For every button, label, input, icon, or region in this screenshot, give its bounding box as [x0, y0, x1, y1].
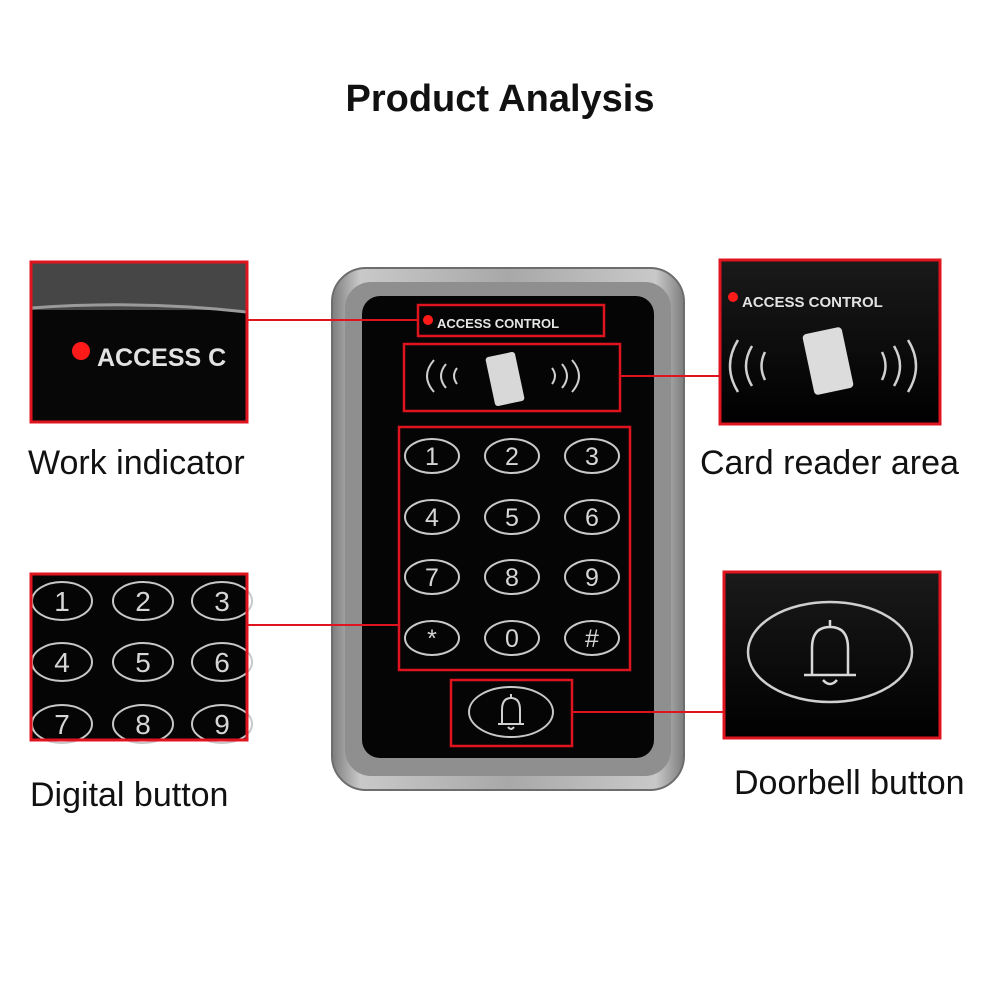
- key-label: 6: [585, 504, 599, 532]
- page-title: Product Analysis: [345, 78, 655, 120]
- inset-doorbell-ring: [746, 600, 914, 704]
- inset-bell-icon: [804, 620, 856, 686]
- key-label: 1: [425, 443, 439, 471]
- key-outline: [564, 620, 620, 656]
- key-label: 5: [505, 504, 519, 532]
- inset-digital-button: 1 2 3 4 5 6 7 8 9: [29, 572, 253, 744]
- key-label: 8: [135, 709, 151, 740]
- key-outline: [404, 438, 460, 474]
- key-outline: [112, 581, 174, 621]
- inset-card-icon: [802, 327, 854, 395]
- key-outline: [112, 642, 174, 682]
- key-outline: [564, 559, 620, 595]
- inset-work-indicator-text: ACCESS C: [97, 344, 226, 372]
- inset-key-3[interactable]: 3: [191, 581, 253, 621]
- key-label: 8: [505, 564, 519, 592]
- key-label: *: [427, 625, 437, 653]
- key-label: 1: [54, 586, 70, 617]
- key-outline: [484, 620, 540, 656]
- panel-label: ACCESS CONTROL: [437, 316, 559, 331]
- card-icon: [485, 351, 525, 407]
- keypad-key-1[interactable]: 1: [404, 438, 460, 474]
- caption-doorbell-button: Doorbell button: [734, 764, 965, 802]
- inset-key-9[interactable]: 9: [191, 704, 253, 744]
- key-label: 7: [425, 564, 439, 592]
- inset-digital-border: [29, 572, 249, 742]
- inset-doorbell-bg: [724, 572, 940, 738]
- key-label: 4: [425, 504, 439, 532]
- inset-key-8[interactable]: 8: [112, 704, 174, 744]
- highlight-boxes: [397, 303, 632, 748]
- keypad-key-0[interactable]: 0: [484, 620, 540, 656]
- inset-key-5[interactable]: 5: [112, 642, 174, 682]
- keypad-key-7[interactable]: 7: [404, 559, 460, 595]
- key-label: #: [585, 625, 599, 653]
- inset-key-2[interactable]: 2: [112, 581, 174, 621]
- keypad: 1 2 3 4 5 6 7 8 9 * 0 #: [404, 438, 620, 656]
- key-outline: [404, 620, 460, 656]
- key-outline: [191, 581, 253, 621]
- inset-card-reader-text: ACCESS CONTROL: [742, 294, 883, 311]
- keypad-key-star[interactable]: *: [404, 620, 460, 656]
- keypad-key-8[interactable]: 8: [484, 559, 540, 595]
- inset-bezel-curve: [30, 303, 248, 314]
- keypad-key-2[interactable]: 2: [484, 438, 540, 474]
- highlight-keypad: [397, 425, 632, 672]
- keypad-key-5[interactable]: 5: [484, 499, 540, 535]
- inset-wave-icons: [728, 339, 918, 393]
- key-label: 7: [54, 709, 70, 740]
- key-outline: [191, 704, 253, 744]
- key-label: 0: [505, 625, 519, 653]
- key-label: 5: [135, 647, 151, 678]
- card-reader-symbol: [426, 359, 580, 393]
- key-outline: [564, 438, 620, 474]
- inset-work-indicator-border: [29, 260, 249, 424]
- inset-card-reader: ACCESS CONTROL: [718, 258, 942, 426]
- key-outline: [484, 499, 540, 535]
- inset-frame-edge: [31, 262, 247, 310]
- inset-key-6[interactable]: 6: [191, 642, 253, 682]
- inset-card-led: [728, 292, 738, 302]
- inset-digital-bg: [31, 574, 247, 740]
- keypad-key-4[interactable]: 4: [404, 499, 460, 535]
- caption-work-indicator: Work indicator: [28, 444, 245, 482]
- key-label: 4: [54, 647, 70, 678]
- bell-icon: [498, 694, 524, 730]
- key-label: 2: [135, 586, 151, 617]
- key-outline: [564, 499, 620, 535]
- inset-doorbell: [722, 570, 942, 740]
- inset-keys: 1 2 3 4 5 6 7 8 9: [31, 581, 253, 744]
- key-outline: [404, 559, 460, 595]
- key-label: 6: [214, 647, 230, 678]
- doorbell-button[interactable]: [468, 686, 554, 738]
- caption-card-reader: Card reader area: [700, 444, 959, 482]
- key-label: 3: [585, 443, 599, 471]
- key-outline: [484, 559, 540, 595]
- key-label: 3: [214, 586, 230, 617]
- keypad-key-6[interactable]: 6: [564, 499, 620, 535]
- key-label: 9: [585, 564, 599, 592]
- highlight-card-reader: [402, 342, 622, 413]
- caption-digital-button: Digital button: [30, 776, 229, 814]
- key-label: 2: [505, 443, 519, 471]
- inset-doorbell-border: [722, 570, 942, 740]
- keypad-key-3[interactable]: 3: [564, 438, 620, 474]
- leader-lines: [248, 319, 724, 713]
- inset-indicator-led: [72, 342, 90, 360]
- keypad-key-9[interactable]: 9: [564, 559, 620, 595]
- key-outline: [484, 438, 540, 474]
- key-outline: [191, 642, 253, 682]
- key-label: 9: [214, 709, 230, 740]
- inset-work-indicator: ACCESS C: [29, 260, 249, 424]
- inset-card-reader-border: [718, 258, 942, 426]
- keypad-key-hash[interactable]: #: [564, 620, 620, 656]
- key-outline: [404, 499, 460, 535]
- work-indicator-led: [423, 315, 433, 325]
- key-outline: [112, 704, 174, 744]
